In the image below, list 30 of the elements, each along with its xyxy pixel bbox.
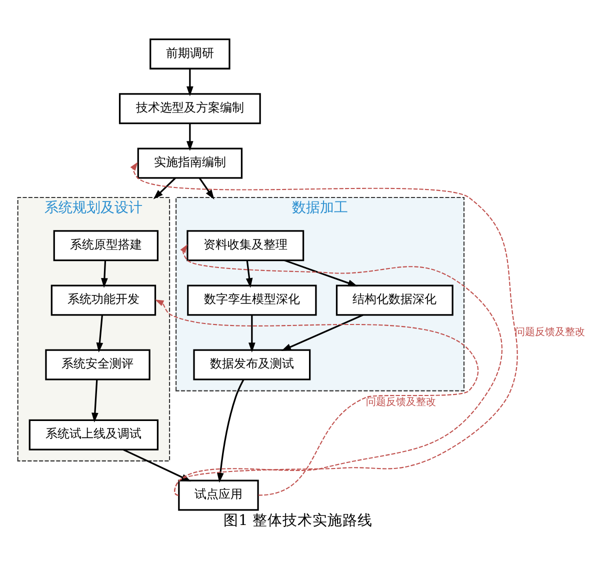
arrow: [186, 68, 194, 96]
node-box: 实施指南编制: [137, 148, 243, 179]
node-box: 数据发布及测试: [193, 349, 311, 380]
arrow: [174, 244, 502, 496]
arrow: [186, 123, 194, 151]
arrow: [246, 260, 253, 288]
arrow: [284, 260, 358, 286]
arrow: [216, 379, 244, 483]
node-box: 数字孪生模型深化: [187, 284, 317, 316]
node-box: 系统原型搭建: [53, 230, 159, 262]
arrow: [130, 162, 518, 496]
node-box: 试点应用: [178, 480, 259, 511]
arrow: [101, 260, 108, 288]
arrow: [281, 314, 364, 351]
node-box: 系统安全测评: [45, 349, 150, 380]
node-box: 结构化数据深化: [336, 284, 454, 316]
node-box: 前期调研: [150, 38, 230, 70]
node-box: 系统试上线及调试: [28, 419, 159, 450]
arrow: [96, 314, 104, 352]
caption: 图1 整体技术实施路线: [224, 512, 372, 529]
edge-label: 问题反馈及整改: [515, 327, 586, 338]
arrow: [92, 380, 98, 423]
node-box: 技术选型及方案编制: [118, 93, 261, 124]
node-box: 资料收集及整理: [186, 230, 304, 262]
arrow: [153, 178, 176, 200]
arrow: [155, 300, 478, 496]
node-box: 系统功能开发: [50, 284, 156, 316]
edge-label: 问题反馈及整改: [366, 397, 436, 408]
arrow: [248, 315, 256, 352]
arrow: [198, 178, 214, 200]
